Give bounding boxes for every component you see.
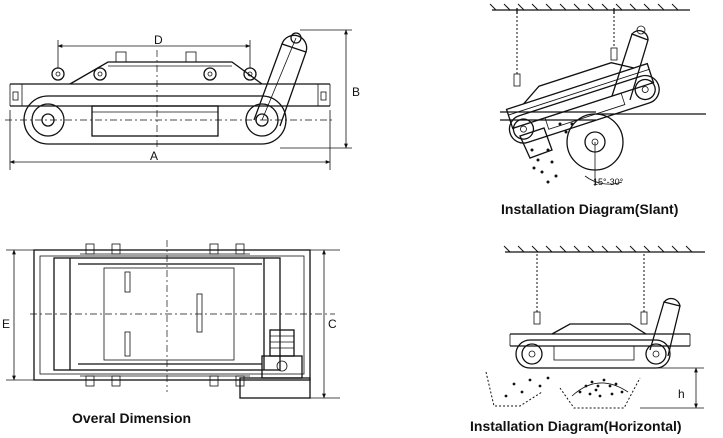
caption-installation-slant: Installation Diagram(Slant) <box>501 201 679 217</box>
dimension-label-c: C <box>328 317 337 331</box>
slant-installation-drawing: 15°-30° <box>489 3 706 187</box>
caption-overall-dimension: Overal Dimension <box>72 410 192 426</box>
horizontal-installation-drawing: h <box>485 245 705 409</box>
side-view-drawing: A D B <box>5 29 360 170</box>
dimension-label-a: A <box>150 149 158 163</box>
angle-label: 15°-30° <box>593 177 624 187</box>
dimension-label-b: B <box>352 85 360 99</box>
dimension-label-h: h <box>678 387 685 401</box>
top-view-drawing: E C <box>2 240 340 399</box>
dimension-label-e: E <box>2 317 10 331</box>
dimension-label-d: D <box>154 33 163 47</box>
caption-installation-horizontal: Installation Diagram(Horizontal) <box>470 418 682 434</box>
